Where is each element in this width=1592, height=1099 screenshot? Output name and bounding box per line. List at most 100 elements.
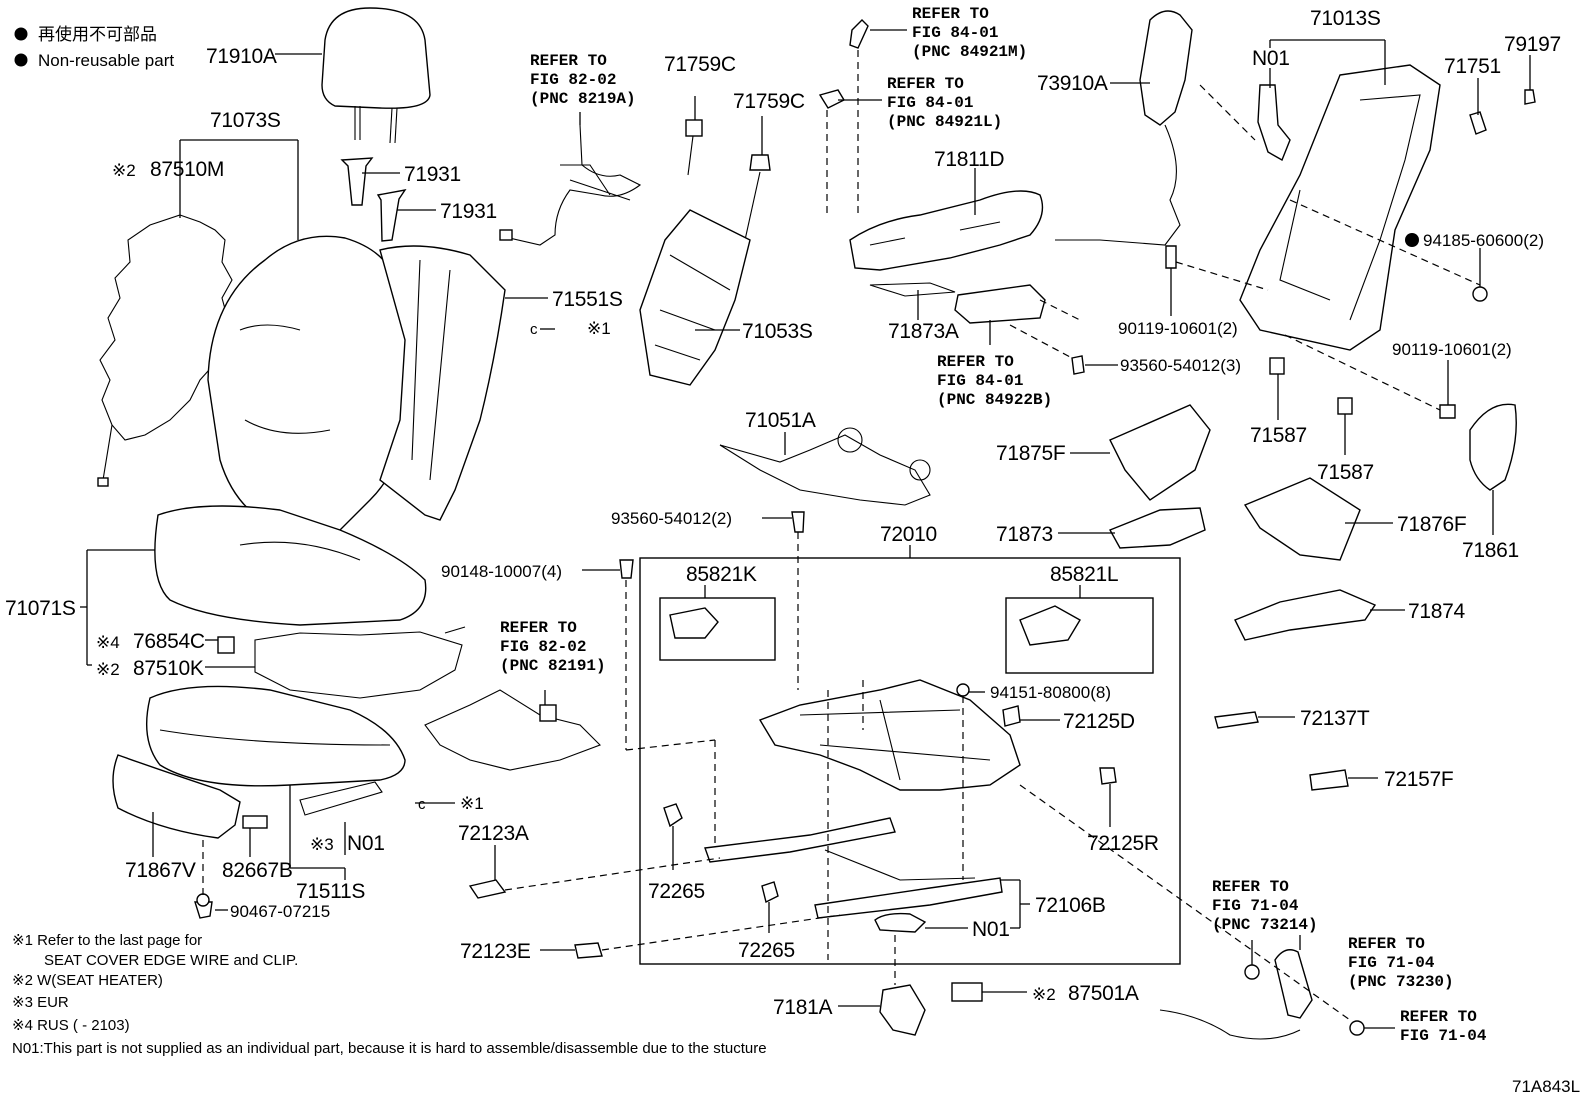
label-94185: 94185-60600(2) <box>1423 231 1544 250</box>
label-N01-c: N01 <box>972 918 1010 941</box>
label-N01-a: N01 <box>347 832 385 855</box>
clip-c-icon: c <box>418 796 426 813</box>
71873a-drawing <box>869 282 956 297</box>
label-71867V: 71867V <box>125 859 196 882</box>
label-72157F: 72157F <box>1384 768 1453 791</box>
part-labels: 71910A 71073S ※2 87510M 71931 71931 7155… <box>5 7 1580 1096</box>
72157f-drawing <box>1309 769 1349 791</box>
label-72106B: 72106B <box>1035 894 1106 917</box>
ref-84921L-line2: FIG 84-01 <box>887 94 973 112</box>
label-76854C: 76854C <box>133 630 205 653</box>
ref-84922B-line2: FIG 84-01 <box>937 372 1023 390</box>
label-71874: 71874 <box>1408 600 1466 623</box>
label-71073S: 71073S <box>210 109 281 132</box>
ref-82191-line2: FIG 82-02 <box>500 638 586 656</box>
label-82667B: 82667B <box>222 859 293 882</box>
label-71071S: 71071S <box>5 597 76 620</box>
label-71931-b: 71931 <box>440 200 497 223</box>
71759c-clip-drawing <box>749 154 771 171</box>
legend-jp: 再使用不可部品 <box>38 24 157 44</box>
diagram-id: 71A843L <box>1512 1077 1580 1096</box>
legend-en: Non-reusable part <box>38 51 174 70</box>
71751-drawing <box>1469 111 1487 135</box>
ref-73214-line1: REFER TO <box>1212 878 1289 896</box>
headrest-guide-drawing <box>340 157 374 206</box>
seat-adjuster-frame-drawing <box>758 679 1021 791</box>
ref-73214-line2: FIG 71-04 <box>1212 897 1299 915</box>
label-71873: 71873 <box>996 523 1053 546</box>
85821k-kit-box <box>659 597 776 661</box>
72265-clip-drawing <box>663 803 683 828</box>
87501a-drawing <box>951 982 983 1002</box>
screw-93560-drawing <box>791 511 805 533</box>
refer-blocks: REFER TO FIG 82-02 (PNC 8219A) REFER TO … <box>500 5 1487 1045</box>
label-71751: 71751 <box>1444 55 1501 78</box>
label-72125D: 72125D <box>1063 710 1135 733</box>
label-72010: 72010 <box>880 523 937 546</box>
72125r-drawing <box>1099 767 1117 785</box>
73910a-airbag-drawing <box>1139 10 1193 126</box>
ref-84921M-line2: FIG 84-01 <box>912 24 998 42</box>
72125d-drawing <box>1002 705 1021 727</box>
part-drawings <box>97 7 1536 1040</box>
ref-7104-line1: REFER TO <box>1400 1008 1477 1026</box>
73230-knob-drawing <box>1274 949 1313 1019</box>
footnote-1-cont: SEAT COVER EDGE WIRE and CLIP. <box>44 952 298 969</box>
72123a-cover-drawing <box>468 879 507 899</box>
label-93560-b: 93560-54012(2) <box>611 509 732 528</box>
legend-dot-icon <box>14 53 28 67</box>
legend: 再使用不可部品 Non-reusable part <box>14 24 174 70</box>
label-90148: 90148-10007(4) <box>441 562 562 581</box>
inner-rail-drawing <box>704 817 896 863</box>
n01-heater-strip-drawing <box>299 781 383 816</box>
ref-73214-line3: (PNC 73214) <box>1212 916 1318 934</box>
ref-7104-line2: FIG 71-04 <box>1400 1027 1487 1045</box>
bolt-90119-drawing <box>1165 245 1177 269</box>
footnote-4: ※4 RUS ( - 2103) <box>12 1017 130 1034</box>
headrest-guide-drawing <box>376 189 407 242</box>
screw-93560-drawing <box>1071 355 1085 375</box>
ref-73230-line3: (PNC 73230) <box>1348 973 1454 991</box>
heater-mat-back-drawing <box>99 214 233 441</box>
switch-84921m-drawing <box>849 19 869 49</box>
label-71875F: 71875F <box>996 442 1065 465</box>
label-71587-b: 71587 <box>1317 461 1374 484</box>
label-71861: 71861 <box>1462 539 1519 562</box>
ref-8219A-line3: (PNC 8219A) <box>530 90 636 108</box>
ref-84921L-line3: (PNC 84921L) <box>887 113 1002 131</box>
label-90119-a: 90119-10601(2) <box>1118 319 1238 338</box>
label-94151: 94151-80800(8) <box>990 683 1111 702</box>
label-71511S: 71511S <box>296 880 365 903</box>
mark-76854C: ※4 <box>96 633 120 652</box>
switch-84921l-drawing <box>818 89 845 109</box>
n01-motor-drawing <box>1257 84 1291 162</box>
71013s-seatback-frame-drawing <box>1239 64 1441 351</box>
mark-87510K: ※2 <box>96 660 120 679</box>
label-87501A: 87501A <box>1068 982 1139 1005</box>
label-72265-a: 72265 <box>648 880 705 903</box>
footnote-3: ※3 EUR <box>12 994 69 1011</box>
front-panel-drawing <box>112 754 241 839</box>
label-N01-b: N01 <box>1252 47 1290 70</box>
label-72123A: 72123A <box>458 822 529 845</box>
seat-cushion-cover-drawing <box>154 505 427 626</box>
label-73910A: 73910A <box>1037 72 1108 95</box>
72265-clip-drawing <box>761 881 779 904</box>
label-71587-a: 71587 <box>1250 424 1307 447</box>
label-71759C-b: 71759C <box>733 90 805 113</box>
ref-84921M-line3: (PNC 84921M) <box>912 43 1027 61</box>
bolt-90119-drawing <box>1439 404 1456 419</box>
72137t-drawing <box>1214 711 1259 729</box>
seatback-cover-drawing <box>207 235 409 534</box>
7181a-bracket-drawing <box>879 984 926 1036</box>
label-71013S: 71013S <box>1310 7 1381 30</box>
label-7181A: 7181A <box>773 996 833 1019</box>
73214-ring-drawing <box>1244 964 1260 980</box>
footnotes: ※1 Refer to the last page for SEAT COVER… <box>12 932 767 1057</box>
71811d-side-shield-drawing <box>849 190 1044 271</box>
71873-drawing <box>1109 507 1206 549</box>
mark-87510M: ※2 <box>112 161 136 180</box>
label-71931-a: 71931 <box>404 163 461 186</box>
71587-drawing <box>1269 357 1285 375</box>
